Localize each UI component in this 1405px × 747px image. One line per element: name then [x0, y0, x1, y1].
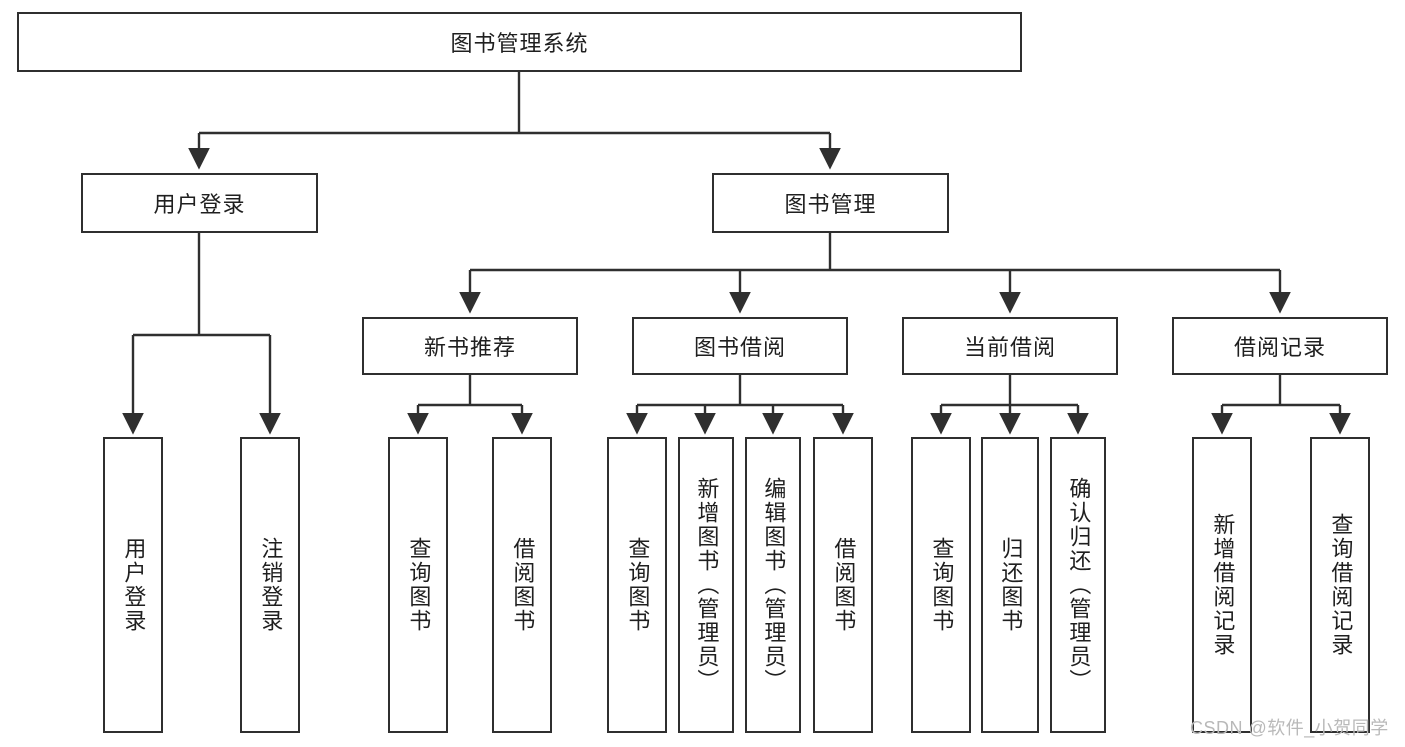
node-root-label: 图书管理系统 — [450, 31, 589, 56]
node-leaf-logout[interactable]: 注销登录 — [240, 437, 300, 733]
node-root[interactable]: 图书管理系统 — [17, 12, 1022, 72]
node-leaf-edit-book-admin[interactable]: 编辑图书（管理员） — [745, 437, 801, 733]
node-leaf-borrow-book-new-label: 借阅图书 — [510, 537, 536, 633]
node-leaf-query-book-current-label: 查询图书 — [929, 537, 955, 633]
node-leaf-query-borrow-record[interactable]: 查询借阅记录 — [1310, 437, 1370, 733]
node-leaf-borrow-book-label: 借阅图书 — [831, 537, 857, 633]
node-current-borrow[interactable]: 当前借阅 — [902, 317, 1118, 375]
node-leaf-add-borrow-record[interactable]: 新增借阅记录 — [1192, 437, 1252, 733]
node-leaf-add-book-admin[interactable]: 新增图书（管理员） — [678, 437, 734, 733]
node-book-management[interactable]: 图书管理 — [712, 173, 949, 233]
node-current-borrow-label: 当前借阅 — [963, 335, 1056, 360]
node-leaf-edit-book-admin-label: 编辑图书（管理员） — [761, 477, 787, 693]
node-leaf-user-login[interactable]: 用户登录 — [103, 437, 163, 733]
node-new-book-recommend[interactable]: 新书推荐 — [362, 317, 578, 375]
node-leaf-add-book-admin-label: 新增图书（管理员） — [694, 477, 720, 693]
node-leaf-confirm-return-admin[interactable]: 确认归还（管理员） — [1050, 437, 1106, 733]
node-user-login[interactable]: 用户登录 — [81, 173, 318, 233]
node-leaf-confirm-return-admin-label: 确认归还（管理员） — [1066, 477, 1092, 693]
node-leaf-add-borrow-record-label: 新增借阅记录 — [1210, 513, 1236, 657]
node-leaf-logout-label: 注销登录 — [258, 537, 284, 633]
node-leaf-return-book[interactable]: 归还图书 — [981, 437, 1039, 733]
node-leaf-return-book-label: 归还图书 — [998, 537, 1024, 633]
node-leaf-borrow-book[interactable]: 借阅图书 — [813, 437, 873, 733]
node-leaf-query-book-label: 查询图书 — [625, 537, 651, 633]
node-leaf-query-borrow-record-label: 查询借阅记录 — [1328, 513, 1354, 657]
node-borrow-record[interactable]: 借阅记录 — [1172, 317, 1388, 375]
node-leaf-borrow-book-new[interactable]: 借阅图书 — [492, 437, 552, 733]
node-book-borrow[interactable]: 图书借阅 — [632, 317, 848, 375]
node-leaf-query-book[interactable]: 查询图书 — [607, 437, 667, 733]
node-leaf-query-book-new-label: 查询图书 — [406, 537, 432, 633]
node-leaf-user-login-label: 用户登录 — [121, 537, 147, 633]
node-book-management-label: 图书管理 — [784, 192, 877, 217]
node-leaf-query-book-new[interactable]: 查询图书 — [388, 437, 448, 733]
node-leaf-query-book-current[interactable]: 查询图书 — [911, 437, 971, 733]
node-user-login-label: 用户登录 — [153, 192, 246, 217]
node-book-borrow-label: 图书借阅 — [693, 335, 786, 360]
node-borrow-record-label: 借阅记录 — [1233, 335, 1326, 360]
node-new-book-recommend-label: 新书推荐 — [423, 335, 516, 360]
